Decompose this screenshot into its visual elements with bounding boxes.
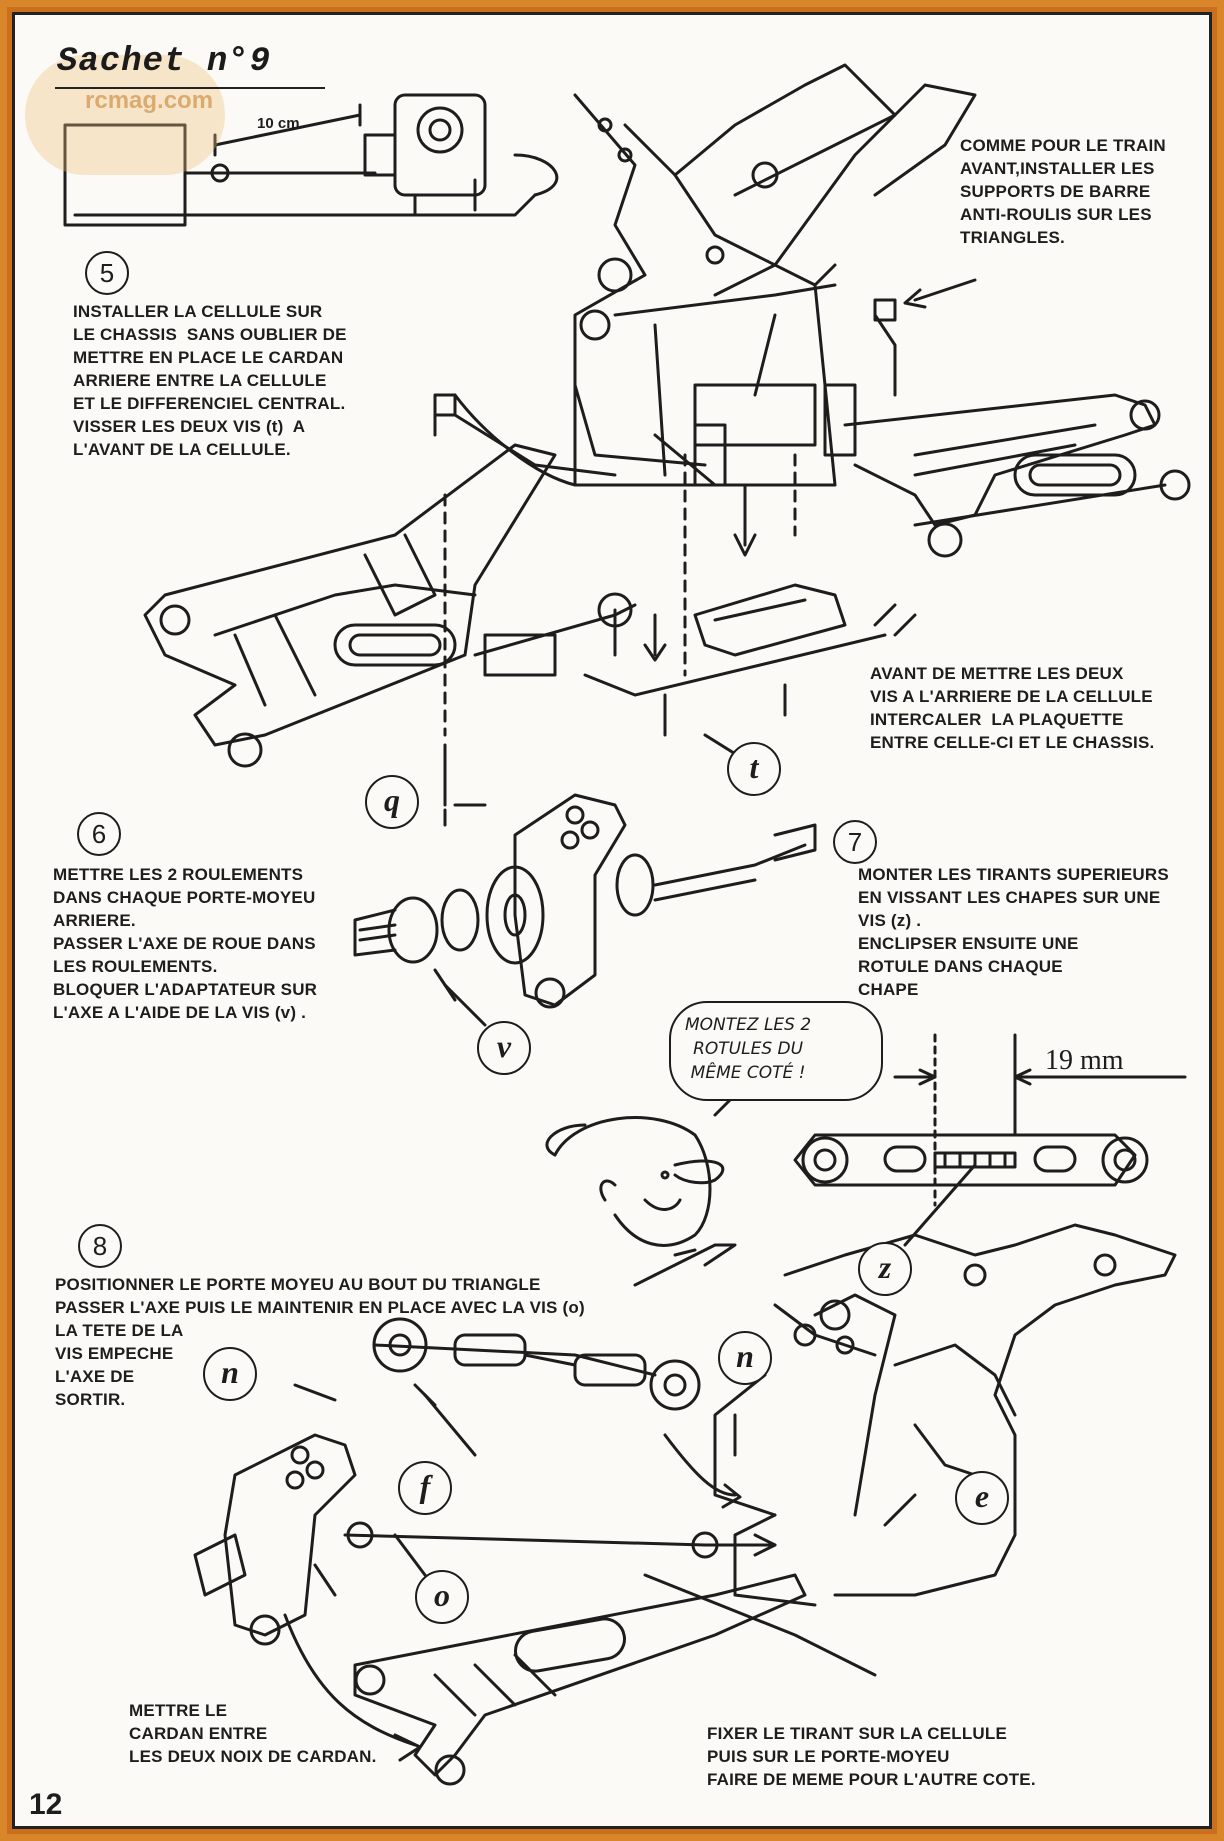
cardan-diagram (63, 93, 559, 227)
part-label-e: e (955, 1471, 1009, 1525)
plate-instructions: AVANT DE METTRE LES DEUX VIS A L'ARRIERE… (870, 664, 1155, 752)
step-6-instructions: METTRE LES 2 ROULEMENTS DANS CHAQUE PORT… (53, 865, 318, 1022)
rear-assembly (193, 1223, 1177, 1786)
watermark-text: rcmag.com (85, 87, 214, 114)
speech-bubble-text: MONTEZ LES 2 ROTULES DU MÊME COTÉ ! (685, 1015, 812, 1083)
part-label-t: t (727, 742, 781, 796)
step-8-instructions: POSITIONNER LE PORTE MOYEU AU BOUT DU TR… (55, 1275, 585, 1317)
step-number-5: 5 (85, 251, 129, 295)
step-7-instructions: MONTER LES TIRANTS SUPERIEURS EN VISSANT… (858, 865, 1169, 999)
manual-page: rcmag.com Sachet n°9 10 cm 5 INSTALLER L… (12, 12, 1212, 1829)
hub-assembly (353, 793, 817, 1009)
watermark-badge (25, 55, 225, 175)
page-number: 12 (29, 1788, 63, 1821)
tie-rod-diagram (793, 1033, 1187, 1247)
part-label-n-right: n (718, 1331, 772, 1385)
part-label-n-left: n (203, 1347, 257, 1401)
step-number-8: 8 (78, 1224, 122, 1268)
screw-head-note: LA TETE DE LA VIS EMPECHE L'AXE DE SORTI… (55, 1321, 184, 1409)
cartoon-character (545, 1093, 737, 1287)
assembly-illustration (63, 63, 1191, 1786)
part-label-q: q (365, 775, 419, 829)
step-number-7: 7 (833, 820, 877, 864)
title-underline (55, 87, 325, 89)
speech-bubble: MONTEZ LES 2 ROTULES DU MÊME COTÉ ! (669, 1001, 883, 1101)
part-label-f: f (398, 1461, 452, 1515)
part-label-z: z (858, 1242, 912, 1296)
anti-roll-instructions: COMME POUR LE TRAIN AVANT,INSTALLER LES … (960, 136, 1166, 247)
chassis-top (143, 63, 1191, 827)
tie-rod-instructions: FIXER LE TIRANT SUR LA CELLULE PUIS SUR … (707, 1724, 1036, 1789)
cardan-length-label: 10 cm (257, 115, 300, 132)
part-label-v: v (477, 1021, 531, 1075)
step-5-instructions: INSTALLER LA CELLULE SUR LE CHASSIS SANS… (73, 302, 347, 459)
part-label-o: o (415, 1570, 469, 1624)
measurement-label: 19 mm (1045, 1045, 1124, 1076)
step-number-6: 6 (77, 812, 121, 856)
page-title: Sachet n°9 (57, 43, 272, 81)
cardan-instructions: METTRE LE CARDAN ENTRE LES DEUX NOIX DE … (129, 1701, 377, 1766)
